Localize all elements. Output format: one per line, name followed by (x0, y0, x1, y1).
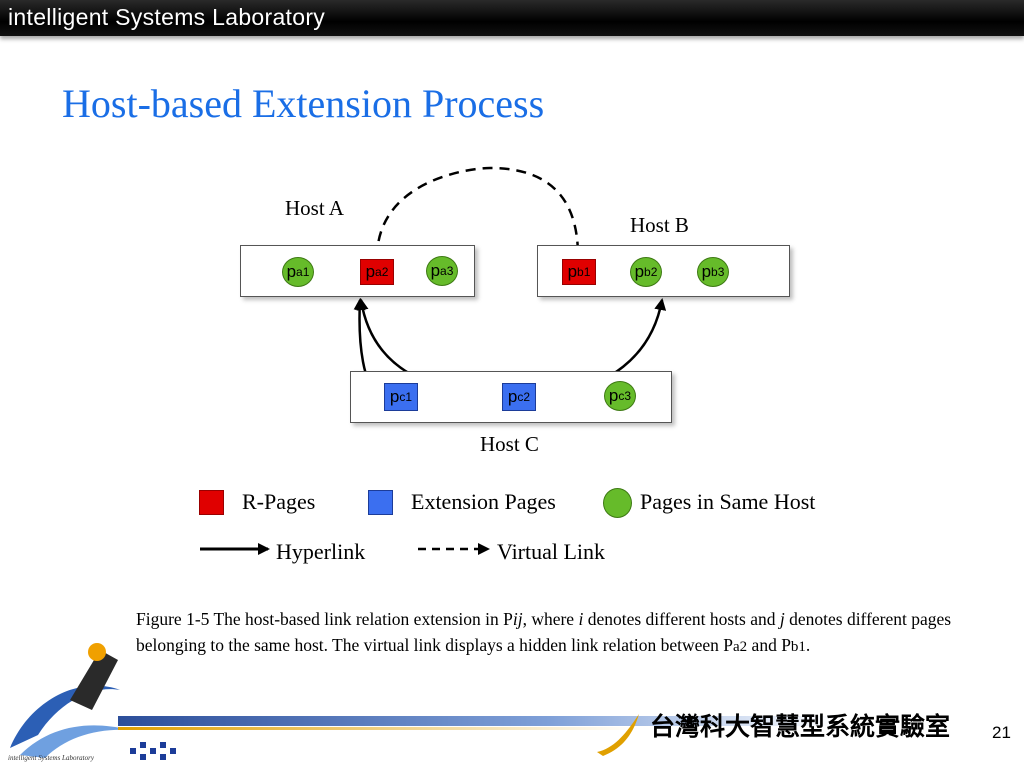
caption-part2: , where (522, 609, 579, 629)
figure-caption: Figure 1-5 The host-based link relation … (136, 606, 956, 660)
host-b-label: Host B (630, 213, 689, 237)
node-b2-base: p (634, 262, 645, 281)
node-b1-sub: b1 (577, 265, 591, 279)
node-a3-base: p (430, 261, 441, 280)
host-a-label: Host A (285, 196, 344, 220)
host-c-label: Host C (480, 432, 539, 456)
node-c2-sub: c2 (517, 390, 531, 404)
caption-i: i (578, 609, 584, 629)
node-a2-sub: a2 (375, 265, 389, 279)
caption-part5: and P (747, 635, 791, 655)
lab-name-chinese: 台灣科大智慧型系統實驗室 (650, 712, 951, 741)
node-a1-sub: a1 (296, 265, 310, 279)
header-bar: intelligent Systems Laboratory (0, 0, 1024, 36)
logo-caption: intelligent Systems Laboratory (8, 754, 94, 762)
lab-logo (10, 643, 176, 760)
legend-same-host-label: Pages in Same Host (640, 489, 816, 514)
caption-part3: denotes different hosts and (583, 609, 780, 629)
legend-extension-swatch (368, 490, 393, 515)
footer-bar (118, 716, 838, 726)
legend-virtual-link-label: Virtual Link (497, 539, 606, 564)
footer-swoosh-icon (597, 714, 639, 756)
node-c3-sub: c3 (618, 389, 632, 403)
caption-part6: . (805, 635, 811, 655)
legend-same-host-swatch (603, 488, 632, 518)
node-a3-sub: a3 (440, 264, 454, 278)
slide-title: Host-based Extension Process (62, 81, 545, 126)
caption-ij: ij (512, 609, 523, 629)
page-number: 21 (992, 723, 1011, 742)
node-b1-base: p (567, 262, 578, 281)
node-c1-sub: c1 (399, 390, 413, 404)
node-c1-base: p (389, 387, 400, 406)
node-c2-base: p (507, 387, 518, 406)
caption-part4: denotes different pages belonging to the… (136, 609, 952, 655)
caption-part1: Figure 1-5 The host-based link relation … (136, 609, 513, 629)
node-b3-sub: b3 (711, 265, 725, 279)
node-b2-sub: b2 (644, 265, 658, 279)
node-a2-base: p (365, 262, 376, 281)
caption-j: j (779, 609, 785, 629)
caption-b1: b1 (790, 639, 806, 655)
virtual-link-a2-b1 (375, 166, 584, 259)
legend-extension-label: Extension Pages (411, 489, 556, 514)
node-c3-base: p (608, 386, 619, 405)
header-title: intelligent Systems Laboratory (8, 4, 326, 30)
node-b3-base: p (701, 262, 712, 281)
node-a1-base: p (286, 262, 297, 281)
footer-accent-bar (118, 727, 638, 730)
caption-a2: a2 (733, 639, 748, 655)
legend-r-pages-label: R-Pages (242, 489, 316, 514)
legend-hyperlink-label: Hyperlink (276, 539, 366, 564)
legend-r-pages-swatch (199, 490, 224, 515)
